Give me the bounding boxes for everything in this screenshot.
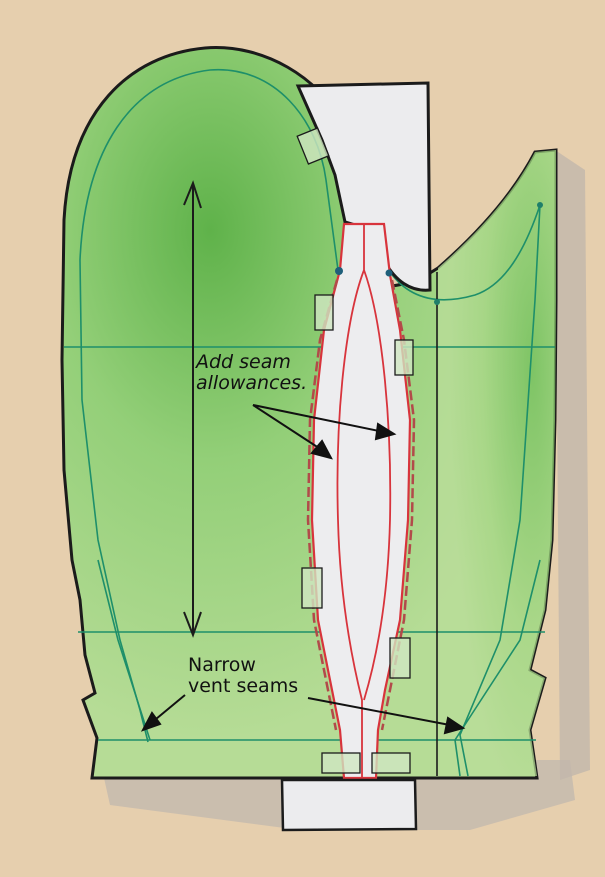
tape-piece xyxy=(301,567,323,609)
seam-allowance-label-line2: allowances. xyxy=(196,372,308,395)
top-paper-tab xyxy=(295,81,432,292)
guide-lines xyxy=(64,69,555,777)
pin-dot xyxy=(385,269,393,277)
palm-insert-strip xyxy=(310,222,412,780)
pin-dot xyxy=(335,267,343,275)
arrowhead-icon xyxy=(310,439,333,460)
edge-guide-left xyxy=(97,559,151,741)
tape-piece xyxy=(314,294,334,331)
tape-piece xyxy=(321,752,361,774)
arrowhead-icon xyxy=(140,711,162,732)
tape-piece xyxy=(389,637,411,679)
callout-arrows xyxy=(140,404,466,735)
seam-allowance-label-line1: Add seam xyxy=(196,351,291,373)
pin-dot xyxy=(537,202,543,208)
seam-allowance-label: Add seam allowances. xyxy=(196,351,308,395)
vent-seams-label: Narrow vent seams xyxy=(188,654,299,698)
arrowhead-icon xyxy=(443,716,466,735)
dimension-arrow xyxy=(183,180,202,638)
vent-seams-label-line2: vent seams xyxy=(188,675,299,698)
tape-pieces xyxy=(296,127,414,774)
curved-guide-left xyxy=(79,69,339,743)
arrowhead-up-icon xyxy=(183,180,202,209)
vent-seams-label-line1: Narrow xyxy=(188,654,256,676)
tape-piece xyxy=(394,339,414,376)
edge-guide-right xyxy=(454,559,541,777)
bottom-paper-tab xyxy=(280,778,418,832)
tape-piece xyxy=(371,752,411,774)
pin-dot xyxy=(434,299,440,305)
tape-piece xyxy=(296,127,330,165)
arrowhead-icon xyxy=(374,422,397,441)
mitten-right-shading xyxy=(438,150,556,776)
arrowhead-down-icon xyxy=(183,611,202,638)
inner-seam-lines xyxy=(336,223,392,778)
seam-allowance-left xyxy=(306,279,339,731)
drop-shadow-right xyxy=(555,150,590,780)
